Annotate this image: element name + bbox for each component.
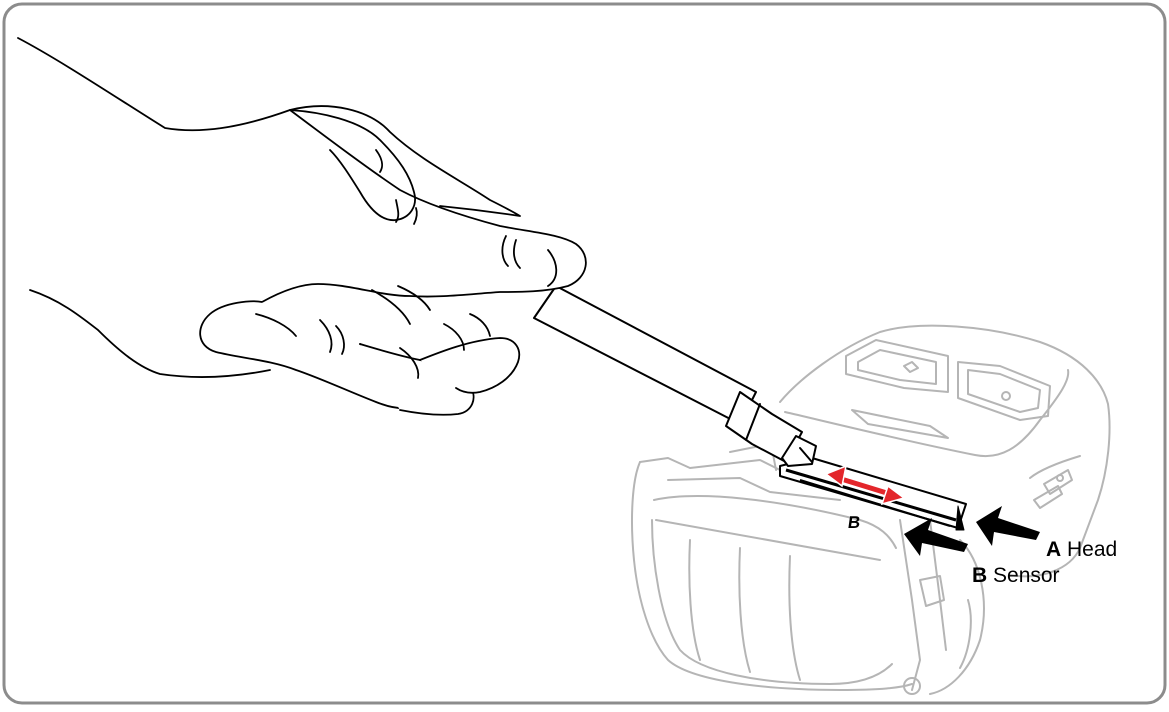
cleaning-pen	[534, 286, 816, 466]
printer-latch	[920, 576, 944, 606]
hand-outline	[18, 38, 520, 216]
printer-side	[1030, 456, 1080, 478]
callout-arrow-head	[976, 506, 1040, 546]
callout-letter-b: B	[972, 564, 987, 587]
printer-b-marking: B	[847, 514, 862, 531]
paper-roller	[652, 520, 892, 684]
callout-label-sensor: B Sensor	[972, 565, 1060, 586]
index-finger	[262, 110, 586, 302]
callout-letter-a: A	[1046, 538, 1061, 561]
lid-slot	[852, 410, 948, 438]
callout-label-head: A Head	[1046, 539, 1117, 560]
print-head	[780, 458, 966, 530]
callout-text-head: Head	[1067, 538, 1117, 561]
callout-text-sensor: Sensor	[993, 564, 1060, 587]
hand	[18, 38, 586, 415]
pen-barrel	[534, 286, 756, 424]
